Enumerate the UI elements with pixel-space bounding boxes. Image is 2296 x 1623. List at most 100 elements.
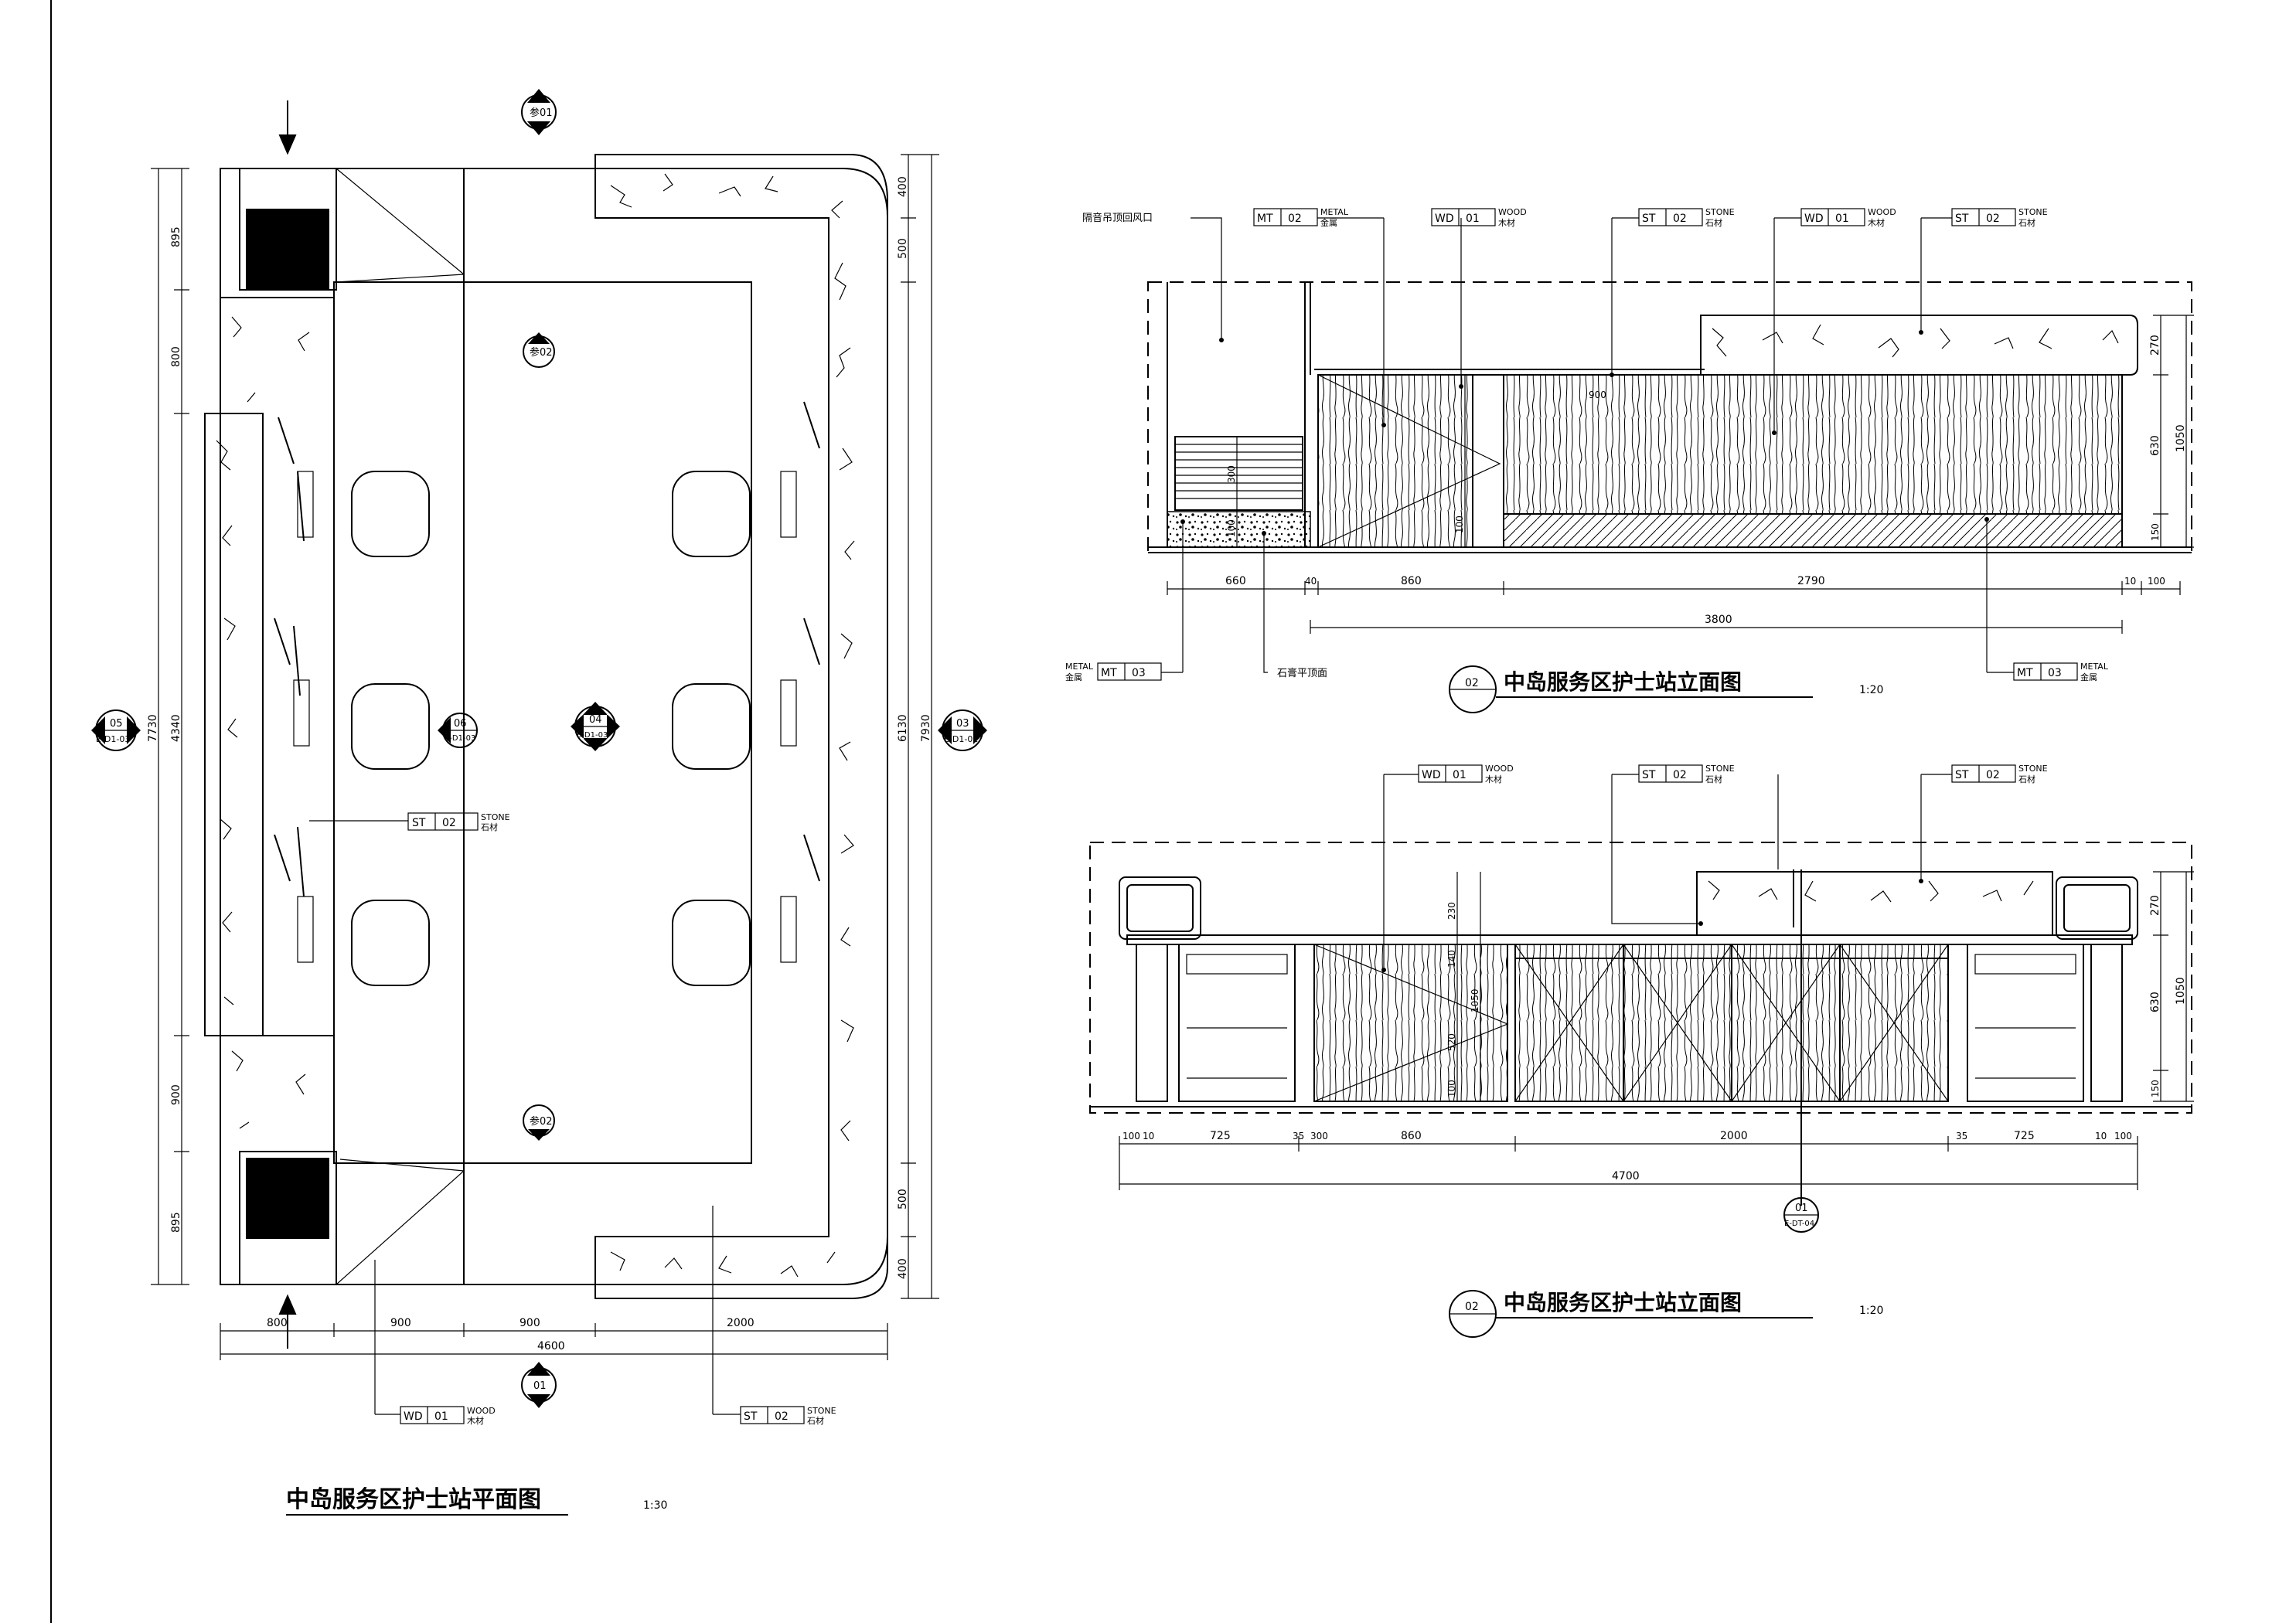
- elev1-dim-5: 10: [2124, 576, 2136, 587]
- plan-marker-center-ref: E-D1-03: [577, 731, 608, 740]
- elev2-dim-5: 300: [1310, 1131, 1328, 1142]
- plan-marker-center: 04 E-D1-03: [571, 702, 620, 751]
- elev1-dim-inner-3: 100: [1454, 515, 1465, 533]
- elev1-wood-right: [1503, 374, 2123, 515]
- plan-stone-veins: [216, 173, 855, 1278]
- plan-dim-total-bottom: 4600: [537, 1340, 565, 1352]
- plan-marker-mid-left-num: 06: [454, 718, 467, 730]
- plan-title: 中岛服务区护士站平面图: [286, 1486, 541, 1513]
- elev1-tag7-en: METAL: [2080, 662, 2109, 672]
- elev2-title: 中岛服务区护士站立面图: [1504, 1290, 1742, 1315]
- plan-dimensions: [151, 154, 939, 1360]
- plan-dim-right-3: 500: [897, 1189, 909, 1210]
- elev2-dim-total: 4700: [1612, 1170, 1640, 1182]
- elev2-tag3-cn: 石材: [2018, 774, 2035, 784]
- elev1-dim-r1: 270: [2149, 335, 2161, 356]
- plan-tag2-en: WOOD: [467, 1406, 496, 1416]
- elev1-dim-inner-2: 100: [1226, 519, 1237, 537]
- elev1-tag4-en: WOOD: [1868, 207, 1896, 217]
- elev2-section-ref: E-DT-04: [1784, 1220, 1814, 1228]
- elev2-section-marker: 01 E-DT-04: [1777, 774, 1819, 1233]
- plan-dim-right-4: 400: [897, 1258, 909, 1279]
- elev1-tag2-num: 01: [1466, 213, 1480, 225]
- elev1-dimensions: [1167, 315, 2194, 634]
- elev2-dim-l5: 100: [1446, 1080, 1457, 1097]
- plan-tag1-en: STONE: [481, 812, 510, 822]
- elev2-dim-3: 725: [1210, 1130, 1231, 1142]
- elev1-dim-1: 660: [1225, 575, 1246, 587]
- elev1-stone-top: [1700, 315, 2138, 376]
- plan-dim-right-total: 7930: [920, 714, 932, 742]
- elev1-dim-r3: 150: [2150, 523, 2161, 541]
- elev1-tag4-cn: 木材: [1868, 217, 1885, 228]
- elev1-title: 中岛服务区护士站立面图: [1504, 669, 1742, 695]
- elev1-tag3-num: 02: [1673, 213, 1687, 225]
- elev2-dim-8: 35: [1956, 1131, 1967, 1142]
- elev2-dim-10: 10: [2095, 1131, 2107, 1142]
- elev1-dim-6: 100: [2148, 576, 2165, 587]
- plan-marker-inner-bottom: 参02: [523, 1104, 555, 1141]
- plan-marker-top-label: 参01: [530, 107, 553, 119]
- plan-marker-right: 03 E-D1-02: [938, 709, 987, 751]
- elev1-tag-6: MT 03 METAL 金属: [1065, 519, 1185, 682]
- elev1-tag3-code: ST: [1642, 213, 1656, 225]
- plan-tag3-num: 02: [775, 1410, 789, 1423]
- elev2-dim-r1: 270: [2149, 895, 2161, 916]
- elev1-tag3-cn: 石材: [1705, 217, 1722, 228]
- elev1-tag6-code: MT: [1101, 667, 1117, 679]
- elev2-tag-1: WD 01 WOOD 木材: [1381, 764, 1514, 972]
- elev1-tag-1: MT 02 METAL 金属: [1253, 207, 1386, 427]
- elev2-tag3-num: 02: [1986, 769, 2000, 781]
- elev2-tag-3: ST 02 STONE 石材: [1919, 764, 2048, 883]
- elev1-tag6-cn: 金属: [1065, 672, 1082, 682]
- elevation-1: 660 40 860 2790 10 100 3800 270 630 150 …: [1065, 207, 2194, 713]
- elev2-tag1-num: 01: [1453, 769, 1467, 781]
- plan-tag2-num: 01: [434, 1410, 448, 1423]
- elev1-tag-4: WD 01 WOOD 木材: [1772, 207, 1896, 435]
- plan-chairs-right: [672, 471, 751, 986]
- elev2-num: 02: [1465, 1301, 1479, 1313]
- plan-tag-wood-bottom: WD 01 WOOD 木材: [374, 1260, 496, 1426]
- elev1-scale: 1:20: [1859, 684, 1883, 696]
- elev2-tag1-cn: 木材: [1485, 774, 1502, 784]
- plan-dim-bottom-1: 800: [267, 1317, 288, 1329]
- elev1-tag1-code: MT: [1257, 213, 1273, 225]
- elev1-tag1-num: 02: [1288, 213, 1302, 225]
- plan-marker-inner-top: 参02: [523, 332, 555, 368]
- plan-top-block: [246, 209, 329, 290]
- elev2-tag3-en: STONE: [2018, 764, 2048, 774]
- elev1-note-top: 隔音吊顶回风口: [1082, 212, 1153, 224]
- elev2-dim-7: 2000: [1720, 1130, 1748, 1142]
- plan-monitors-right: [780, 401, 820, 963]
- plan-monitors-left: [274, 417, 314, 963]
- elev1-dim-inner-4: 900: [1589, 390, 1606, 400]
- plan-scale: 1:30: [643, 1499, 667, 1512]
- elev2-dim-r2: 630: [2149, 992, 2161, 1012]
- plan-marker-mid-left: 06 E-D1-03: [438, 713, 478, 748]
- elev2-dim-rtotal: 1050: [2175, 977, 2187, 1005]
- plan-dim-left-total: 7730: [147, 714, 159, 742]
- elev2-dim-4: 35: [1293, 1131, 1304, 1142]
- elev1-tag-3: ST 02 STONE 石材: [1610, 207, 1735, 377]
- elev1-tag6-num: 03: [1132, 667, 1146, 679]
- elev1-dim-total: 3800: [1705, 614, 1732, 626]
- elev2-dim-6: 860: [1401, 1130, 1422, 1142]
- elev1-dim-r2: 630: [2149, 435, 2161, 456]
- elev1-metal-plinth: [1503, 513, 2123, 548]
- plan-marker-left-ref: E-D1-03: [96, 734, 130, 744]
- elev2-tag1-en: WOOD: [1485, 764, 1514, 774]
- plan-marker-inner-top-label: 参02: [530, 346, 553, 359]
- plan-marker-inner-bottom-label: 参02: [530, 1115, 553, 1128]
- plan-view: 800 900 900 2000 4600 895 800 4340 900 8…: [91, 89, 987, 1516]
- elev1-tag7-cn: 金属: [2080, 672, 2097, 682]
- elev1-tag5-en: STONE: [2018, 207, 2048, 217]
- elev1-tag2-code: WD: [1435, 213, 1454, 225]
- elev2-title-block: 02 中岛服务区护士站立面图 1:20: [1449, 1290, 1883, 1338]
- plan-dim-left-mid: 4340: [170, 714, 182, 742]
- plan-dim-right-2: 500: [897, 238, 909, 259]
- elev1-num: 02: [1465, 677, 1479, 689]
- elev2-dim-1: 100: [1122, 1131, 1140, 1142]
- elev1-tag2-en: WOOD: [1498, 207, 1527, 217]
- elev2-tag1-code: WD: [1422, 769, 1441, 781]
- elev2-wood-left: [1313, 944, 1508, 1102]
